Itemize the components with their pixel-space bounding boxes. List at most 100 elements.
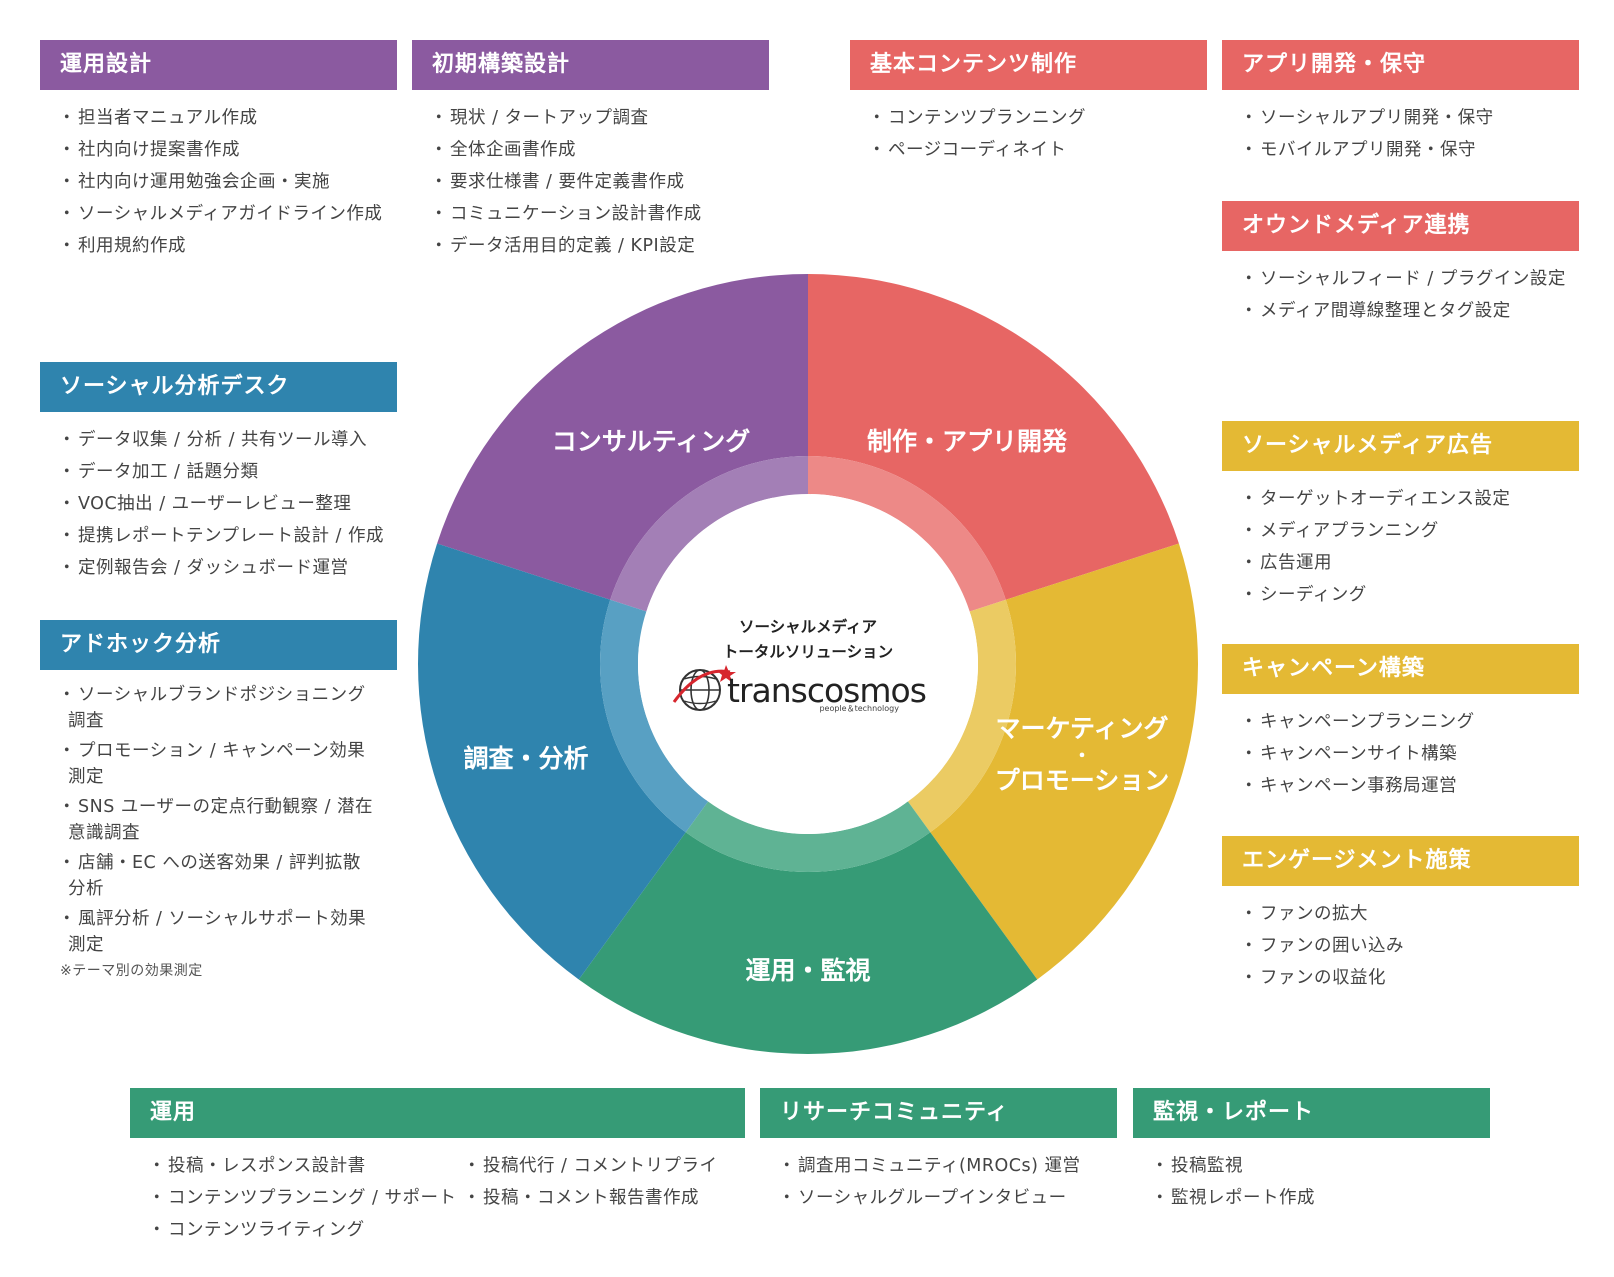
list-item: データ活用目的定義 / KPI設定	[430, 230, 769, 262]
item-list: ファンの拡大 ファンの囲い込み ファンの収益化	[1222, 886, 1579, 994]
item-list-right: 投稿代行 / コメントリプライ 投稿・コメント報告書作成	[463, 1138, 718, 1246]
wheel-segment-research	[418, 543, 686, 980]
box-title: アドホック分析	[40, 620, 397, 670]
box-title: オウンドメディア連携	[1222, 201, 1579, 251]
list-item: キャンペーン事務局運営	[1240, 770, 1579, 802]
list-item: 要求仕様書 / 要件定義書作成	[430, 166, 769, 198]
globe-icon	[672, 665, 736, 711]
list-item: ターゲットオーディエンス設定	[1240, 483, 1579, 515]
box-shoki-kouchiku: 初期構築設計 現状 / タートアップ調査 全体企画書作成 要求仕様書 / 要件定…	[412, 40, 769, 262]
transcosmos-logo: transcosmos people＆technology	[672, 665, 927, 713]
item-list: データ収集 / 分析 / 共有ツール導入 データ加工 / 話題分類 VOC抽出 …	[40, 412, 397, 584]
list-item: コンテンツライティング	[148, 1214, 463, 1246]
list-item: 監視レポート作成	[1151, 1182, 1490, 1214]
list-item: ソーシャルメディアガイドライン作成	[58, 198, 397, 230]
box-title: ソーシャルメディア広告	[1222, 421, 1579, 471]
box-title: エンゲージメント施策	[1222, 836, 1579, 886]
list-item: メディア間導線整理とタグ設定	[1240, 295, 1579, 327]
segment-label-operation: 運用・監視	[745, 956, 870, 985]
list-item: 定例報告会 / ダッシュボード運営	[58, 552, 397, 584]
wheel-inner-research	[600, 599, 709, 833]
item-list: ソーシャルブランドポジショニング調査 プロモーション / キャンペーン効果測定 …	[40, 670, 397, 980]
box-campaign: キャンペーン構築 キャンペーンプランニング キャンペーンサイト構築 キャンペーン…	[1222, 644, 1579, 802]
segment-label-consulting: コンサルティング	[552, 427, 751, 456]
segment-label-production: 制作・アプリ開発	[867, 427, 1068, 456]
box-title: 初期構築設計	[412, 40, 769, 90]
box-title: 運用設計	[40, 40, 397, 90]
box-title: 運用	[130, 1088, 745, 1138]
list-item: データ収集 / 分析 / 共有ツール導入	[58, 424, 397, 456]
box-owned-media: オウンドメディア連携 ソーシャルフィード / プラグイン設定 メディア間導線整理…	[1222, 201, 1579, 327]
list-item: ソーシャルフィード / プラグイン設定	[1240, 263, 1579, 295]
wheel-inner-marketing	[907, 599, 1016, 833]
list-item: 店舗・EC への送客効果 / 評判拡散分析	[58, 850, 377, 902]
list-item: VOC抽出 / ユーザーレビュー整理	[58, 488, 397, 520]
list-item: 風評分析 / ソーシャルサポート効果測定	[58, 906, 377, 958]
wheel-center-disc	[638, 494, 978, 834]
list-item: 担当者マニュアル作成	[58, 102, 397, 134]
service-wheel: コンサルティング 制作・アプリ開発 マーケティング ・ プロモーション 運用・監…	[418, 274, 1198, 1054]
list-item: 社内向け運用勉強会企画・実施	[58, 166, 397, 198]
list-item: キャンペーンプランニング	[1240, 706, 1579, 738]
box-title: ソーシャル分析デスク	[40, 362, 397, 412]
box-adhoc: アドホック分析 ソーシャルブランドポジショニング調査 プロモーション / キャン…	[40, 620, 397, 980]
box-unyou: 運用 投稿・レスポンス設計書 コンテンツプランニング / サポート コンテンツラ…	[130, 1088, 745, 1246]
item-list: ソーシャルフィード / プラグイン設定 メディア間導線整理とタグ設定	[1222, 251, 1579, 327]
list-item: ソーシャルグループインタビュー	[778, 1182, 1117, 1214]
box-title: キャンペーン構築	[1222, 644, 1579, 694]
box-research: リサーチコミュニティ 調査用コミュニティ(MROCs) 運営 ソーシャルグループ…	[760, 1088, 1117, 1214]
logo-tagline: people＆technology	[819, 704, 899, 713]
list-item: 投稿代行 / コメントリプライ	[463, 1150, 718, 1182]
list-item: 全体企画書作成	[430, 134, 769, 166]
item-list-left: 投稿・レスポンス設計書 コンテンツプランニング / サポート コンテンツライティ…	[130, 1138, 463, 1246]
list-item: ファンの拡大	[1240, 898, 1579, 930]
center-title-line2: トータルソリューション	[723, 643, 893, 661]
wheel-inner-production	[808, 456, 1006, 612]
item-list: 投稿監視 監視レポート作成	[1133, 1138, 1490, 1214]
wheel-inner-consulting	[610, 456, 808, 612]
list-item: モバイルアプリ開発・保守	[1240, 134, 1579, 166]
box-kihon-contents: 基本コンテンツ制作 コンテンツプランニング ページコーディネイト	[850, 40, 1207, 166]
item-columns: 投稿・レスポンス設計書 コンテンツプランニング / サポート コンテンツライティ…	[130, 1138, 745, 1246]
box-title: 監視・レポート	[1133, 1088, 1490, 1138]
list-item: ソーシャルブランドポジショニング調査	[58, 682, 377, 734]
list-item: データ加工 / 話題分類	[58, 456, 397, 488]
list-item: コンテンツプランニング	[868, 102, 1207, 134]
wheel-outer-segments	[418, 274, 1198, 1054]
wheel-inner-ring	[600, 456, 1016, 872]
list-item: コンテンツプランニング / サポート	[148, 1182, 463, 1214]
box-unyou-sekkei: 運用設計 担当者マニュアル作成 社内向け提案書作成 社内向け運用勉強会企画・実施…	[40, 40, 397, 262]
wheel-inner-operation	[685, 801, 931, 872]
list-item: 調査用コミュニティ(MROCs) 運営	[778, 1150, 1117, 1182]
box-title: 基本コンテンツ制作	[850, 40, 1207, 90]
list-item: キャンペーンサイト構築	[1240, 738, 1579, 770]
note: ※テーマ別の効果測定	[60, 963, 203, 979]
list-item: メディアプランニング	[1240, 515, 1579, 547]
list-item: 投稿監視	[1151, 1150, 1490, 1182]
list-item: 利用規約作成	[58, 230, 397, 262]
item-list: 担当者マニュアル作成 社内向け提案書作成 社内向け運用勉強会企画・実施 ソーシャ…	[40, 90, 397, 262]
list-item: 提携レポートテンプレート設計 / 作成	[58, 520, 397, 552]
wheel-segment-operation	[578, 832, 1038, 1054]
wheel-segment-consulting	[437, 274, 808, 600]
segment-label-marketing-mid: ・	[1073, 746, 1091, 767]
box-kanshi: 監視・レポート 投稿監視 監視レポート作成	[1133, 1088, 1490, 1214]
list-item: コミュニケーション設計書作成	[430, 198, 769, 230]
item-list: ソーシャルアプリ開発・保守 モバイルアプリ開発・保守	[1222, 90, 1579, 166]
logo-wordmark: transcosmos	[727, 671, 926, 710]
segment-label-research: 調査・分析	[463, 744, 588, 773]
item-list: キャンペーンプランニング キャンペーンサイト構築 キャンペーン事務局運営	[1222, 694, 1579, 802]
list-item: 投稿・レスポンス設計書	[148, 1150, 463, 1182]
box-app-kaihatsu: アプリ開発・保守 ソーシャルアプリ開発・保守 モバイルアプリ開発・保守	[1222, 40, 1579, 166]
segment-label-marketing-line2: プロモーション	[995, 766, 1170, 795]
list-item: 投稿・コメント報告書作成	[463, 1182, 718, 1214]
list-item: ソーシャルアプリ開発・保守	[1240, 102, 1579, 134]
item-list: ターゲットオーディエンス設定 メディアプランニング 広告運用 シーディング	[1222, 471, 1579, 611]
box-title: リサーチコミュニティ	[760, 1088, 1117, 1138]
box-social-ad: ソーシャルメディア広告 ターゲットオーディエンス設定 メディアプランニング 広告…	[1222, 421, 1579, 611]
list-item: ファンの収益化	[1240, 962, 1579, 994]
item-list: コンテンツプランニング ページコーディネイト	[850, 90, 1207, 166]
box-social-desk: ソーシャル分析デスク データ収集 / 分析 / 共有ツール導入 データ加工 / …	[40, 362, 397, 584]
wheel-segment-production	[808, 274, 1179, 600]
list-item: 広告運用	[1240, 547, 1579, 579]
